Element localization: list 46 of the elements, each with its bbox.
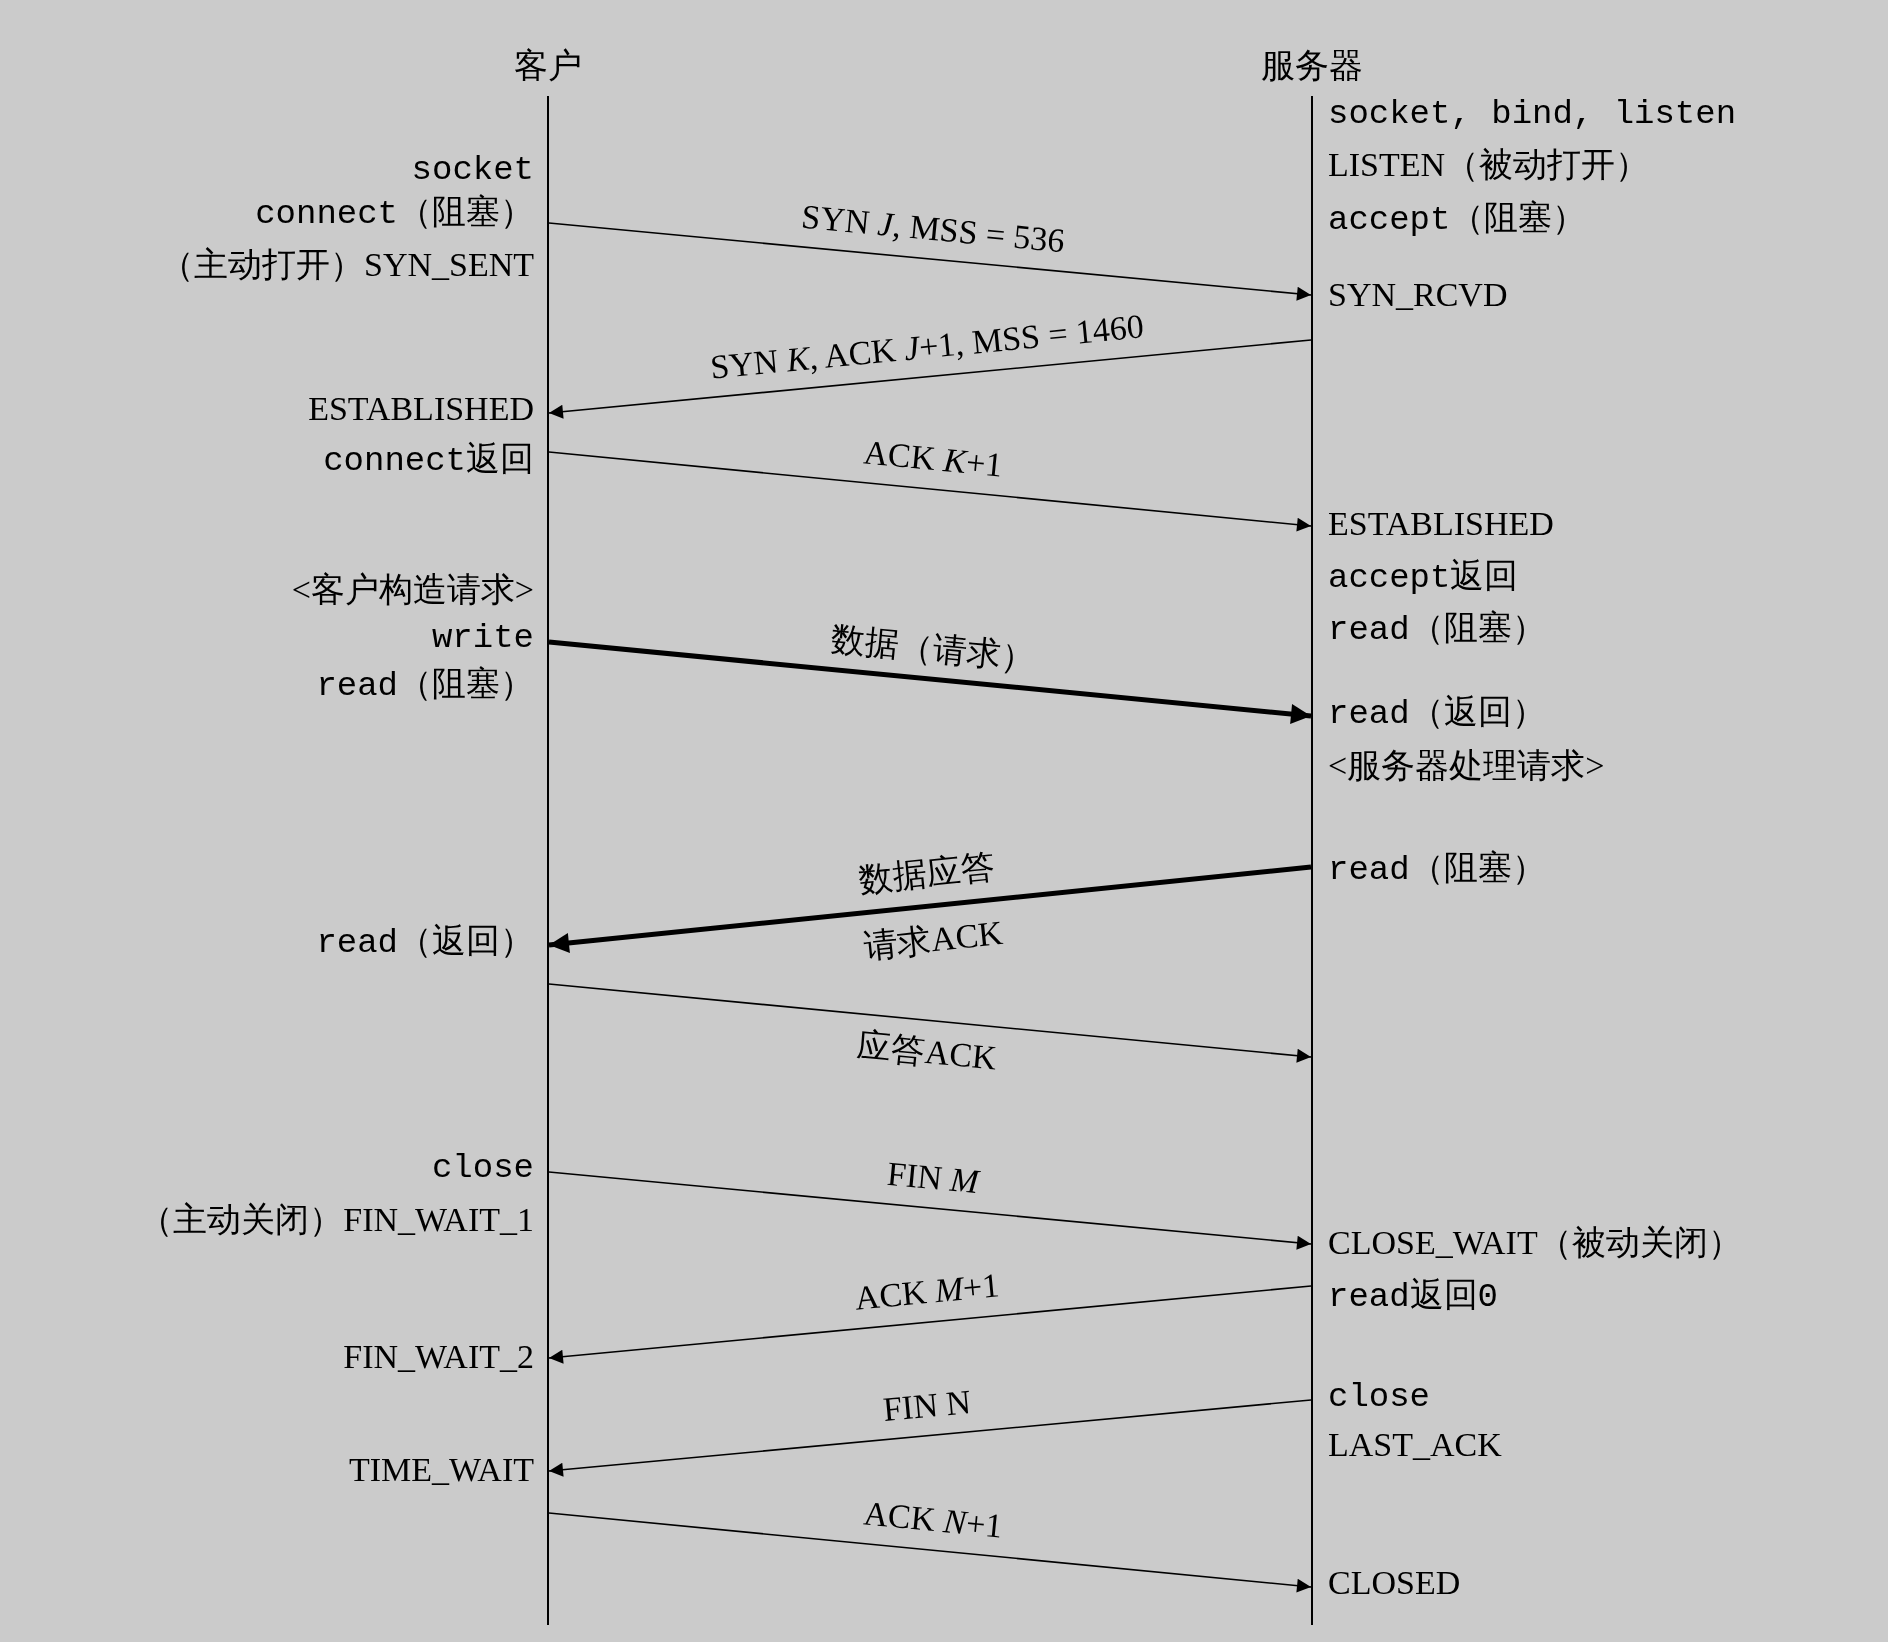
arrow <box>548 1399 1312 1477</box>
edge-label: FIN M <box>885 1156 980 1200</box>
arrow <box>548 339 1312 419</box>
arrow <box>548 1285 1312 1364</box>
arrow <box>548 639 1312 724</box>
state-label: close <box>431 1151 534 1185</box>
state-label: （主动打开）SYN_SENT <box>159 248 534 282</box>
arrow <box>548 222 1312 301</box>
edge-label: FIN N <box>881 1384 973 1427</box>
arrow <box>548 1171 1312 1250</box>
state-label: ESTABLISHED <box>308 392 534 426</box>
state-label: write <box>431 621 534 655</box>
state-label: read（返回） <box>1328 697 1546 731</box>
arrow <box>548 864 1312 953</box>
state-label: CLOSE_WAIT（被动关闭） <box>1328 1226 1742 1260</box>
edge-label: 数据应答 <box>857 850 997 898</box>
edge-label: ACK K+1 <box>862 435 1004 483</box>
edge-label: 数据（请求） <box>829 622 1037 676</box>
lifeline-header: 服务器 <box>1261 48 1363 82</box>
note-label: 请求ACK <box>862 915 1005 964</box>
state-label: ESTABLISHED <box>1328 507 1554 541</box>
state-label: close <box>1328 1380 1431 1414</box>
state-label: <服务器处理请求> <box>1328 749 1605 783</box>
state-label: socket, bind, listen <box>1328 97 1737 131</box>
arrow <box>548 1512 1312 1593</box>
state-label: CLOSED <box>1328 1566 1461 1600</box>
state-label: SYN_RCVD <box>1328 278 1508 312</box>
state-label: read返回0 <box>1328 1280 1499 1314</box>
edge-label: ACK M+1 <box>853 1268 1001 1316</box>
arrow <box>548 451 1312 532</box>
state-label: <客户构造请求> <box>291 573 534 607</box>
state-label: LISTEN（被动打开） <box>1328 148 1650 182</box>
state-label: socket <box>411 153 534 187</box>
state-label: LAST_ACK <box>1328 1428 1502 1462</box>
state-label: FIN_WAIT_2 <box>343 1340 534 1374</box>
state-label: accept返回 <box>1328 561 1519 595</box>
arrow <box>548 983 1312 1063</box>
state-label: connect返回 <box>323 444 534 478</box>
lifeline-header: 客户 <box>514 48 582 82</box>
state-label: read（返回） <box>316 926 534 960</box>
edge-label: SYN J, MSS = 536 <box>799 199 1066 259</box>
edge-label: SYN K, ACK J+1, MSS = 1460 <box>708 308 1146 385</box>
edge-label: ACK N+1 <box>862 1496 1004 1544</box>
edge-label: 应答ACK <box>855 1028 999 1076</box>
state-label: （主动关闭）FIN_WAIT_1 <box>139 1203 534 1237</box>
state-label: TIME_WAIT <box>348 1453 534 1487</box>
